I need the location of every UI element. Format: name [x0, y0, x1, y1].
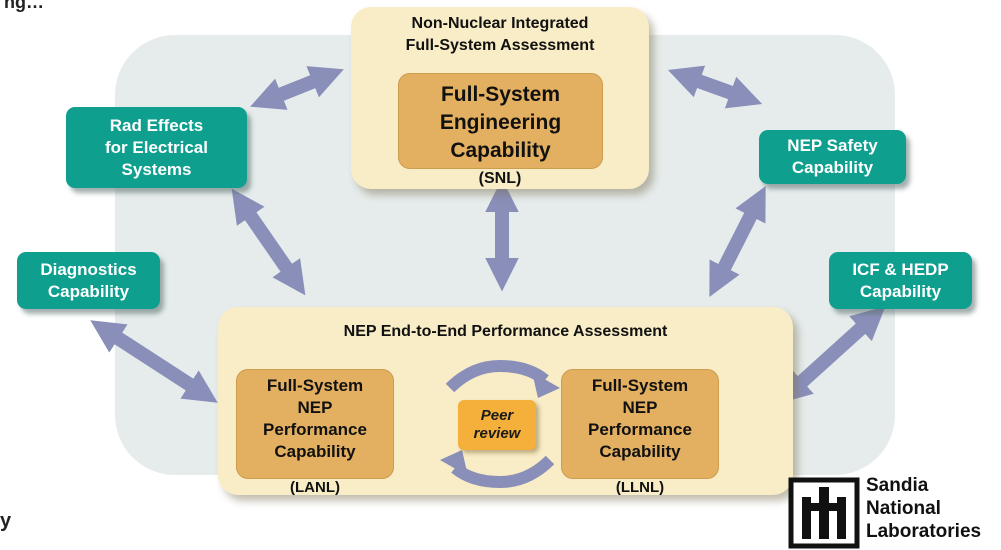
sandia-thunderbird-icon	[788, 477, 860, 549]
logo-line: Sandia	[866, 475, 929, 496]
lanl-performance-label: Full-System NEP Performance Capability	[236, 375, 394, 463]
box-label-line: Full-System	[266, 376, 364, 395]
box-label-line: Capability	[450, 139, 551, 162]
box-title-line: Full-System Assessment	[405, 37, 595, 54]
box-label-line: Capability	[859, 281, 942, 301]
cropped-header-text: ng…	[4, 0, 44, 12]
peer-review-line: Peer	[480, 407, 514, 424]
box-label-line: Engineering	[439, 111, 562, 134]
icf-hedp-box: ICF & HEDP Capability	[829, 252, 972, 309]
diagnostics-box: Diagnostics Capability	[17, 252, 160, 309]
box-title: Non-Nuclear Integrated Full-System Asses…	[351, 13, 649, 57]
box-label-line: Rad Effects	[109, 115, 204, 135]
lanl-performance-box: Full-System NEP Performance Capability	[236, 369, 394, 479]
engineering-capability-label: Full-System Engineering Capability	[398, 81, 603, 165]
cycle-arrow-icon	[440, 450, 555, 489]
box-title-line: Non-Nuclear Integrated	[411, 15, 589, 32]
double-arrow-icon	[709, 186, 766, 297]
box-label-line: Performance	[588, 420, 692, 439]
box-label-line: Capability	[274, 442, 356, 461]
lab-label-lanl: (LANL)	[290, 479, 340, 496]
box-label-line: ICF & HEDP	[852, 259, 949, 279]
double-arrow-icon	[231, 188, 306, 296]
double-arrow-icon	[667, 65, 763, 109]
peer-review-box: Peer review	[458, 400, 536, 450]
llnl-performance-label: Full-System NEP Performance Capability	[561, 375, 719, 463]
box-label-line: Diagnostics	[40, 259, 137, 279]
box-label-line: Performance	[263, 420, 367, 439]
box-title: NEP End-to-End Performance Assessment	[343, 323, 668, 340]
box-label-line: Capability	[599, 442, 681, 461]
cropped-footer-text: y	[0, 510, 12, 532]
box-label-line: NEP Safety	[787, 136, 878, 155]
box-label-line: NEP	[297, 398, 333, 417]
box-label-line: Full-System	[591, 376, 689, 395]
double-arrow-icon	[777, 306, 886, 404]
cycle-arrow-icon	[445, 359, 560, 398]
engineering-capability-box: Full-System Engineering Capability	[398, 73, 603, 169]
box-label-line: for Electrical	[105, 137, 208, 157]
sandia-logo: Sandia National Laboratories	[788, 473, 998, 550]
box-label-line: Capability	[791, 158, 874, 177]
non-nuclear-assessment-box: Non-Nuclear Integrated Full-System Asses…	[351, 7, 649, 189]
logo-line: National	[866, 498, 941, 519]
lab-label-snl: (SNL)	[478, 170, 522, 187]
llnl-performance-box: Full-System NEP Performance Capability	[561, 369, 719, 479]
peer-review-line: review	[473, 425, 521, 442]
box-label-line: Capability	[47, 281, 130, 301]
box-label-line: Full-System	[440, 83, 561, 106]
rad-effects-box: Rad Effects for Electrical Systems	[66, 107, 247, 188]
logo-line: Laboratories	[866, 521, 982, 542]
logo-text: Sandia National Laboratories	[866, 474, 996, 543]
double-arrow-icon	[90, 320, 218, 403]
nep-safety-box: NEP Safety Capability	[759, 130, 906, 184]
box-label-line: NEP	[622, 398, 658, 417]
box-label-line: Systems	[121, 159, 192, 179]
lab-label-llnl: (LLNL)	[615, 479, 665, 496]
double-arrow-icon	[250, 66, 344, 110]
